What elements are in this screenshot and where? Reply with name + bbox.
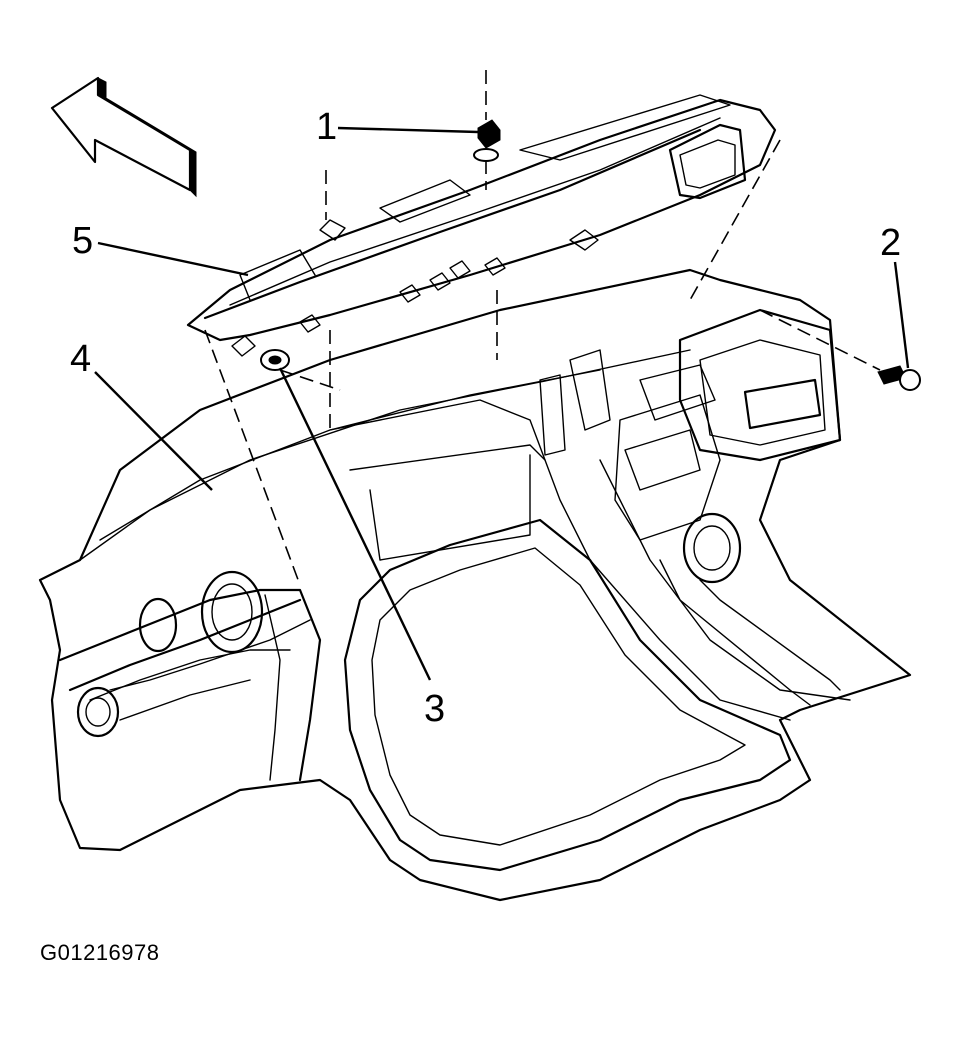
retainer-clip xyxy=(260,349,290,371)
speaker-openings xyxy=(76,512,742,738)
callout-1-label: 1 xyxy=(316,106,338,148)
figure-id: G01216978 xyxy=(40,940,160,965)
callout-3-label: 3 xyxy=(424,688,446,730)
callout-5-label: 5 xyxy=(72,220,94,262)
callout-4-label: 4 xyxy=(70,338,92,380)
callout-2-label: 2 xyxy=(880,222,902,264)
fastener-nut xyxy=(473,119,501,162)
assembly-lines xyxy=(204,70,881,586)
fastener-screw xyxy=(877,365,921,391)
wiring-harness xyxy=(68,598,311,692)
callout-leaders xyxy=(94,126,910,681)
upper-trim-panel xyxy=(186,94,777,357)
dash-panel-body xyxy=(38,268,912,902)
front-direction-arrow-icon xyxy=(50,76,197,198)
